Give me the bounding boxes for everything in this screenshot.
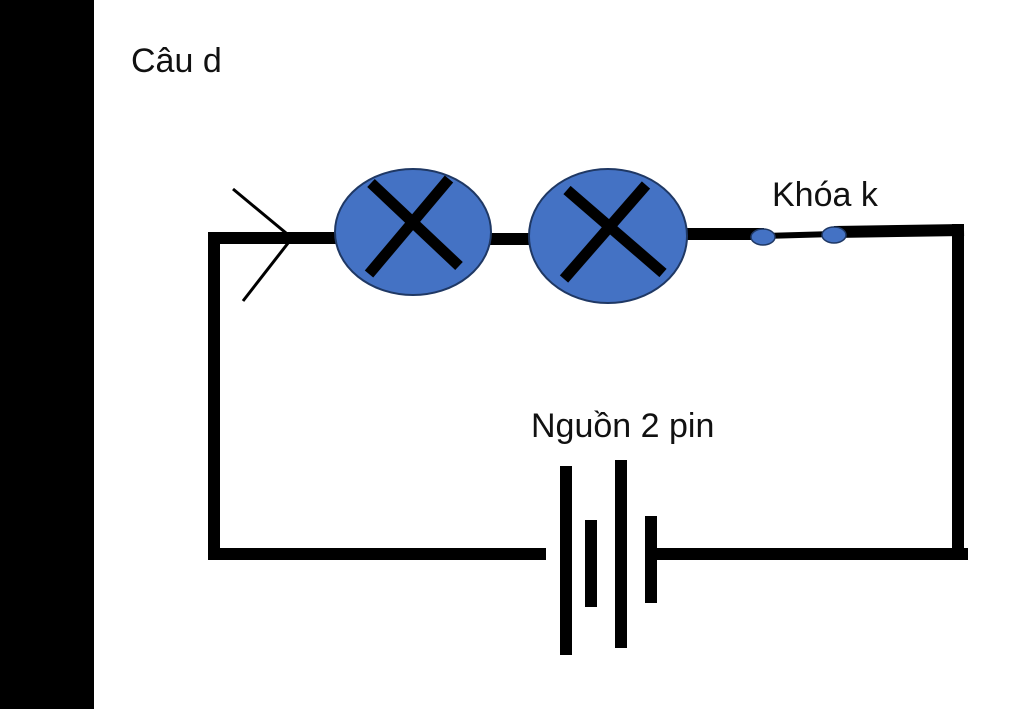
- lamp-1-icon: [334, 168, 492, 296]
- switch-contact-right-icon: [821, 226, 847, 244]
- circuit-wires: [208, 224, 968, 560]
- power-source-label: Nguồn 2 pin: [531, 407, 715, 445]
- current-arrow-icon: [232, 187, 295, 302]
- switch-label: Khóa k: [772, 176, 878, 214]
- wire-switch-to-right: [833, 224, 965, 238]
- switch-contact-left-icon: [750, 228, 776, 246]
- lamp-2-icon: [528, 168, 688, 304]
- question-title: Câu d: [131, 42, 222, 80]
- battery-icon: [560, 460, 657, 655]
- left-black-bar: [0, 0, 94, 709]
